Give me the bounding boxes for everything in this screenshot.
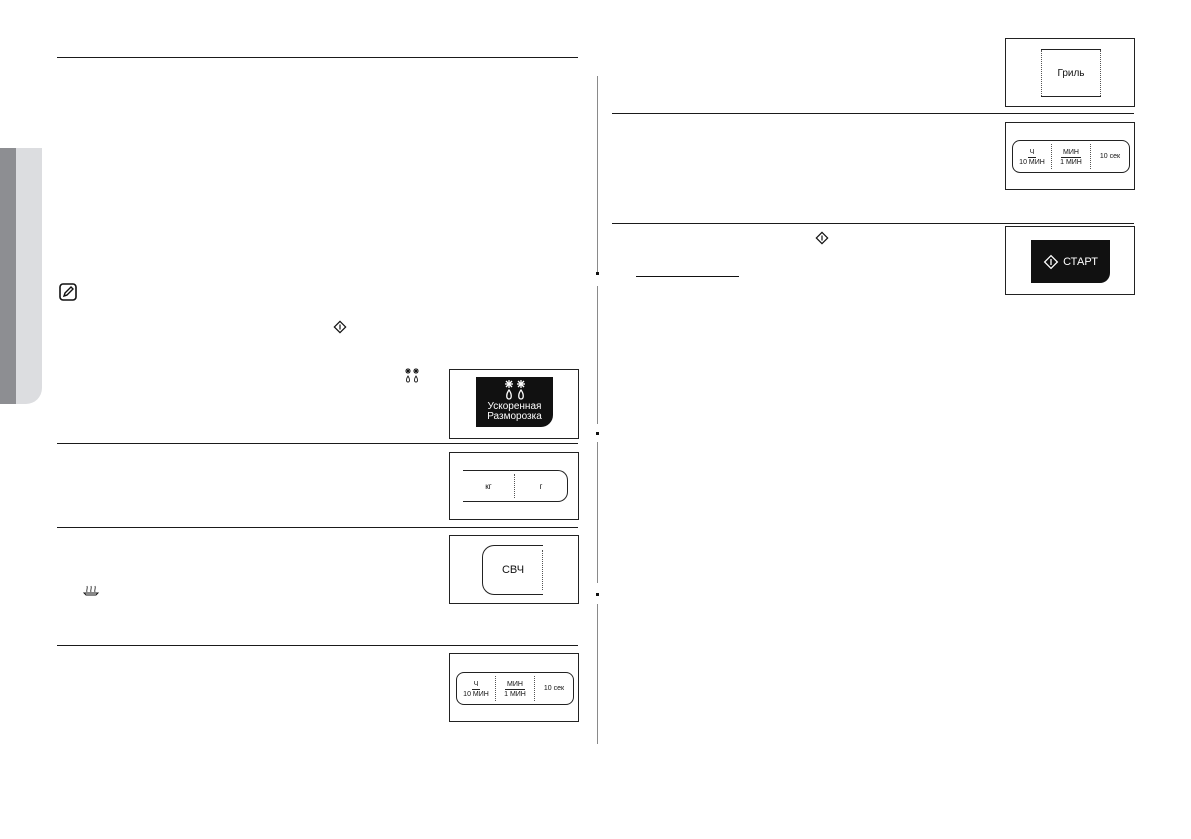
minute-button[interactable]: МИН 1 МИН [496,673,534,704]
time-panel-left: Ч 10 МИН МИН 1 МИН 10 сек [449,653,579,722]
second-button[interactable]: 10 сек [1091,141,1129,172]
rule-weight [57,527,578,528]
microwave-label: СВЧ [501,564,525,576]
kg-label: кг [485,481,492,491]
reference-link-underline[interactable] [636,276,739,277]
microwave-panel: СВЧ [449,535,579,604]
min-top: МИН [1061,149,1081,158]
start-panel: СТАРТ [1005,226,1135,295]
column-divider-3 [597,442,598,583]
min-bottom: 1 МИН [1060,159,1082,166]
column-divider-1 [597,76,598,272]
weight-panel: кг г [449,452,579,520]
microwave-button[interactable]: СВЧ [482,545,543,595]
rule-defrost [57,443,578,444]
defrost-panel: Ускоренная Разморозка [449,369,579,439]
sec-label: 10 сек [1099,153,1121,160]
kg-button[interactable]: кг [463,471,514,501]
time-divider [1090,144,1091,169]
rule-mode [57,645,578,646]
g-button[interactable]: г [515,471,567,501]
minute-button[interactable]: МИН 1 МИН [1052,141,1090,172]
sec-label: 10 сек [543,685,565,692]
grill-dots-right [1100,50,1101,96]
g-label: г [539,481,543,491]
defrost-label-2: Разморозка [487,411,542,422]
divider-tick [596,593,599,596]
rule-grill [612,113,1134,114]
defrost-icon [504,380,525,400]
quick-defrost-button[interactable]: Ускоренная Разморозка [476,377,553,427]
start-symbol-icon [815,231,829,245]
hour-top: Ч [471,681,481,690]
grill-label: Гриль [1057,67,1085,79]
min-top: МИН [505,681,525,690]
side-tab-dark [0,148,16,404]
start-button[interactable]: СТАРТ [1031,240,1110,283]
side-tab [0,148,42,404]
weight-selector[interactable]: кг г [463,470,568,502]
hour-bottom: 10 МИН [1019,159,1045,166]
grill-button[interactable]: Гриль [1041,49,1101,97]
divider-tick [596,432,599,435]
start-label: СТАРТ [1063,255,1098,268]
time-divider [534,676,535,701]
left-top-rule [57,57,578,58]
weight-divider [514,474,515,498]
grill-dots-left [1041,50,1042,96]
time-panel-right: Ч 10 МИН МИН 1 МИН 10 сек [1005,122,1135,190]
divider-tick [596,272,599,275]
hour-bottom: 10 МИН [463,691,489,698]
hour-button[interactable]: Ч 10 МИН [1013,141,1051,172]
time-selector-right[interactable]: Ч 10 МИН МИН 1 МИН 10 сек [1012,140,1130,173]
defrost-label-1: Ускоренная [487,401,542,412]
defrost-symbol-icon [404,367,420,385]
hour-top: Ч [1027,149,1037,158]
hour-button[interactable]: Ч 10 МИН [457,673,495,704]
time-divider [1051,144,1052,169]
note-icon [59,283,77,301]
microwave-dots [542,550,543,590]
column-divider-4 [597,604,598,744]
time-divider [495,676,496,701]
start-icon [1043,254,1059,269]
start-symbol-icon [333,320,347,334]
rule-time [612,223,1134,224]
time-selector-left[interactable]: Ч 10 МИН МИН 1 МИН 10 сек [456,672,574,705]
microwave-symbol-icon [82,583,100,596]
grill-panel: Гриль [1005,38,1135,107]
column-divider-2 [597,286,598,424]
min-bottom: 1 МИН [504,691,526,698]
second-button[interactable]: 10 сек [535,673,573,704]
